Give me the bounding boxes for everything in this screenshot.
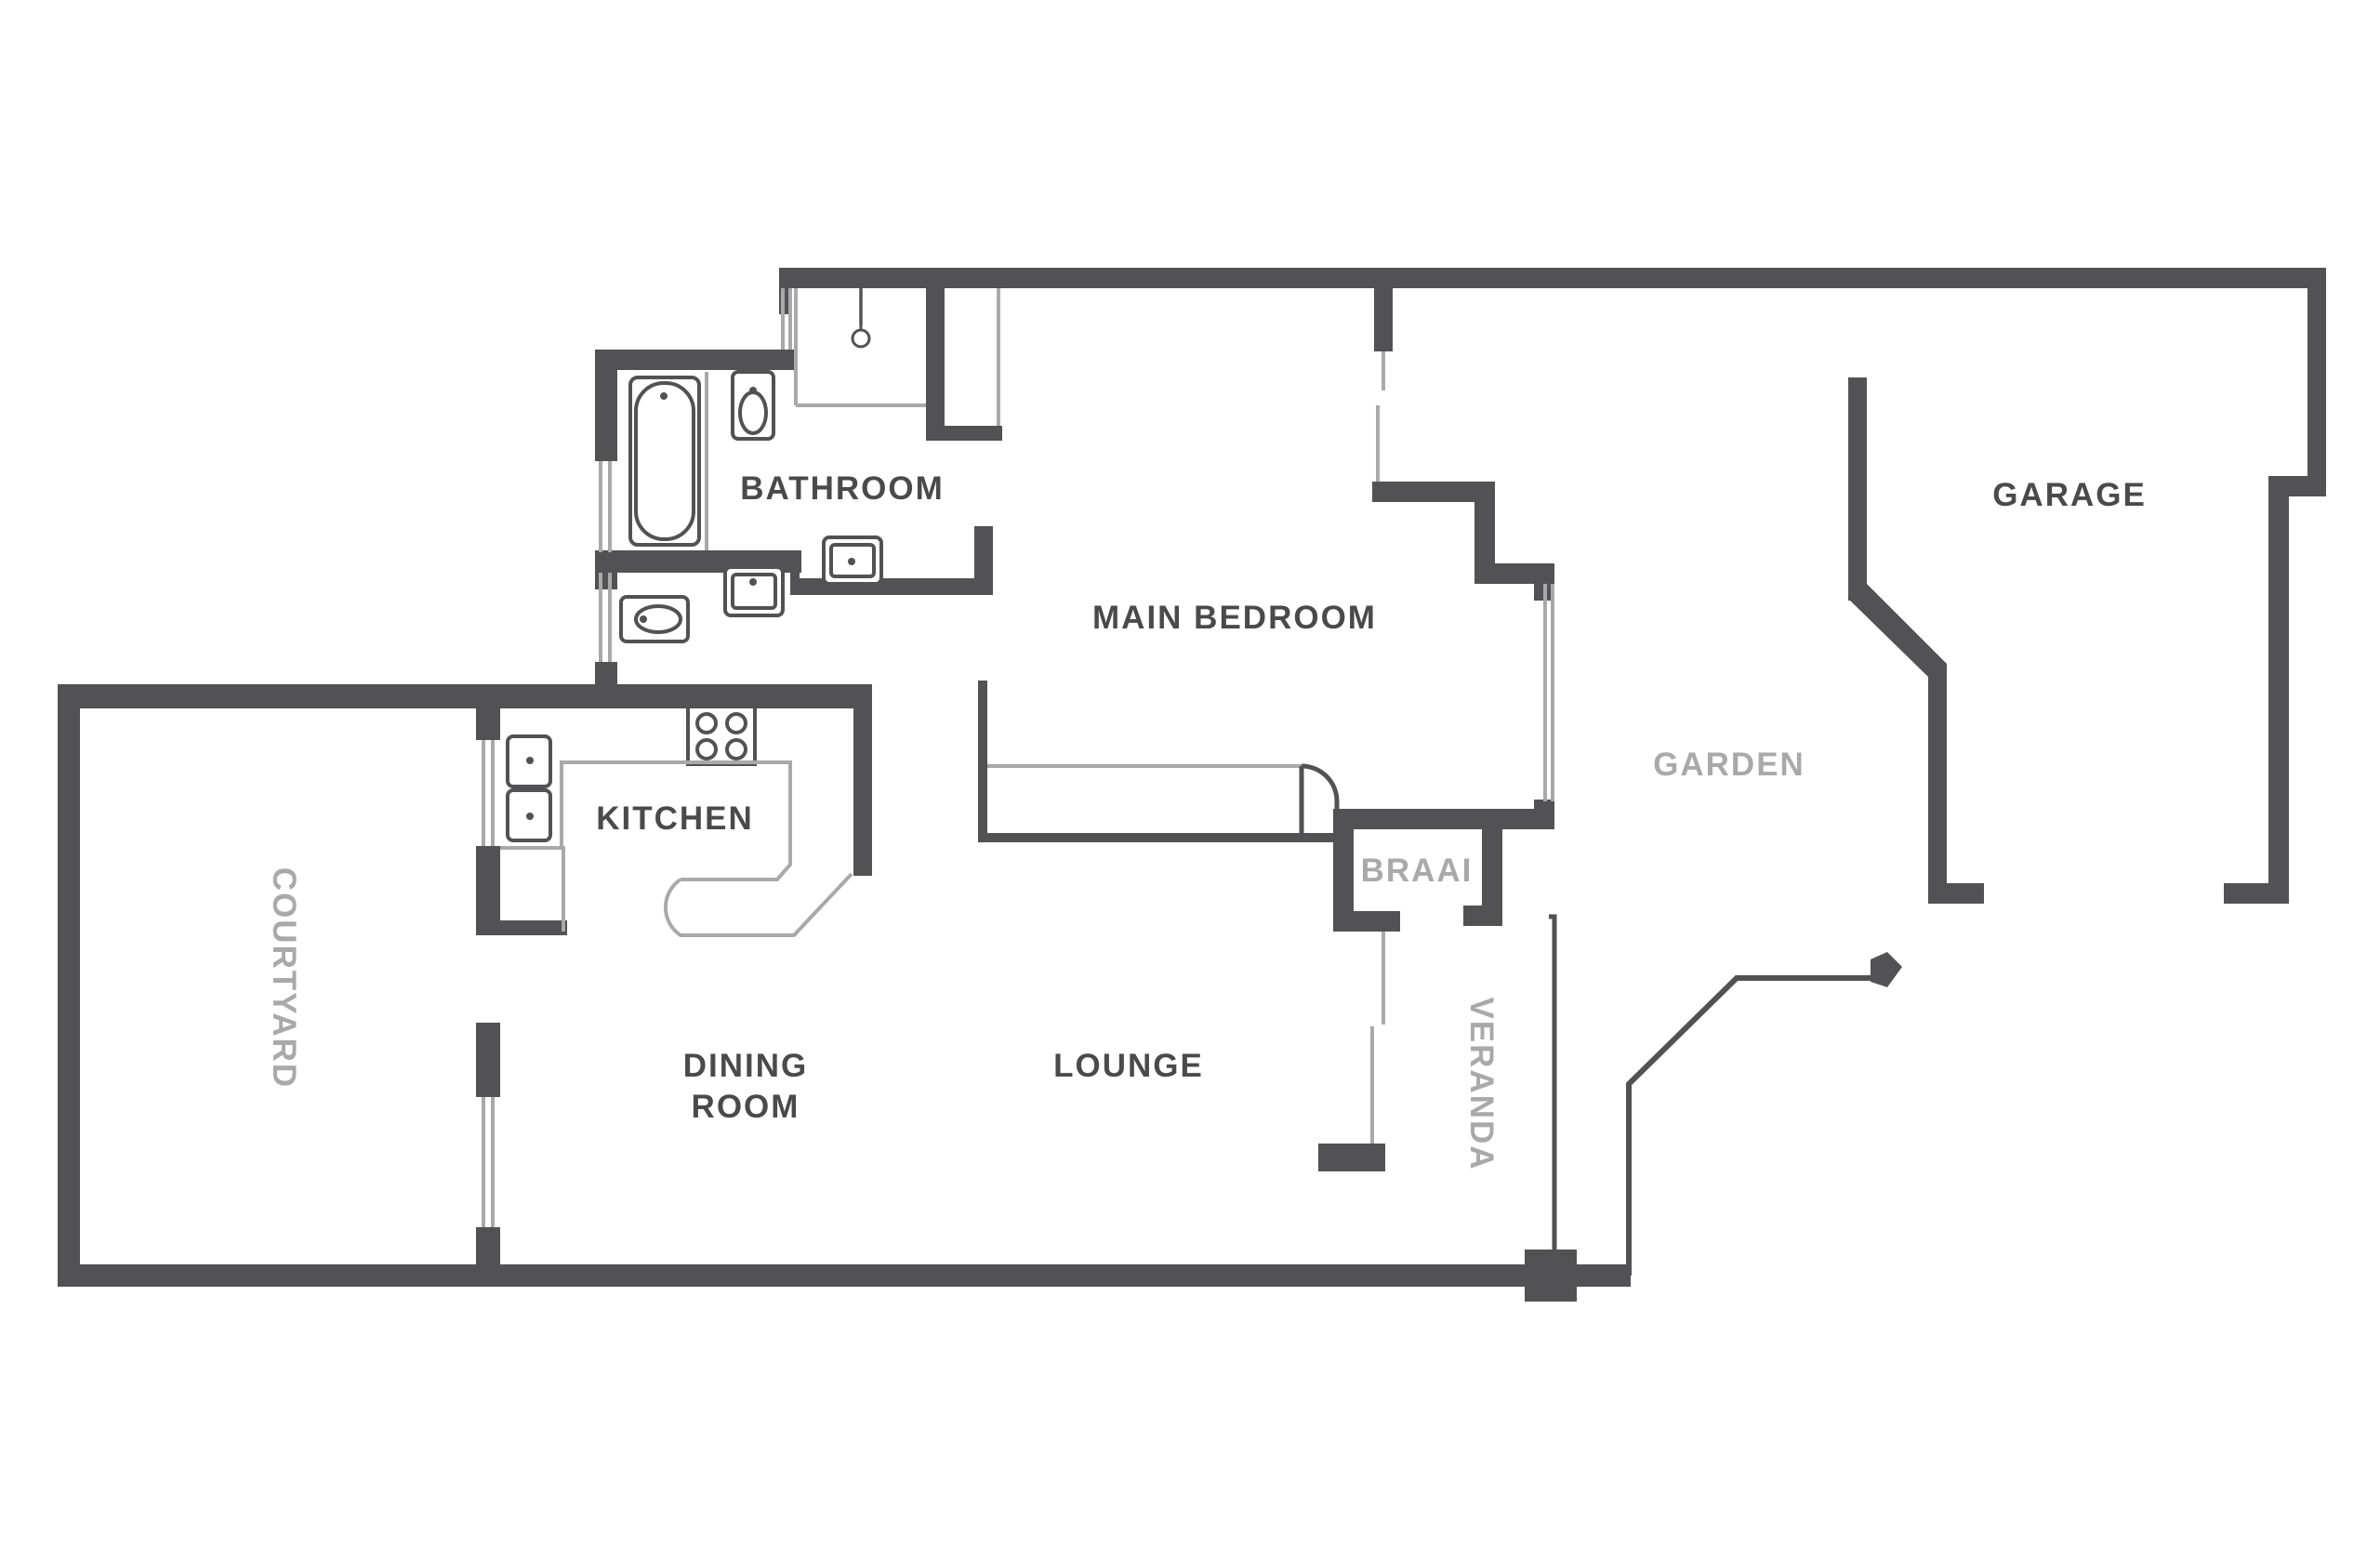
toilet-icon xyxy=(731,370,775,441)
room-labels: BATHROOM MAIN BEDROOM GARAGE GARDEN KITC… xyxy=(266,470,2147,1171)
room-label-dining-line2: ROOM xyxy=(692,1089,800,1125)
room-label-main-bedroom: MAIN BEDROOM xyxy=(1092,600,1377,636)
room-label-kitchen: KITCHEN xyxy=(596,800,754,837)
room-label-garage: GARAGE xyxy=(1992,477,2147,513)
shower-icon xyxy=(851,288,871,349)
bathtub-icon xyxy=(628,376,701,547)
basin-icon xyxy=(822,536,883,586)
stove-icon xyxy=(686,705,757,766)
sink-icon xyxy=(506,734,552,842)
room-label-veranda: VERANDA xyxy=(1463,997,1500,1170)
walls xyxy=(58,268,2326,1302)
basin-icon xyxy=(723,565,785,617)
room-label-lounge: LOUNGE xyxy=(1053,1048,1204,1084)
room-label-courtyard: COURTYARD xyxy=(266,867,302,1089)
toilet-icon xyxy=(619,595,690,643)
kitchen-counter xyxy=(500,760,853,937)
room-label-braai: BRAAI xyxy=(1361,853,1474,889)
room-label-bathroom: BATHROOM xyxy=(740,470,945,507)
room-label-dining-line1: DINING xyxy=(683,1048,809,1084)
room-label-garden: GARDEN xyxy=(1653,747,1805,783)
fixtures xyxy=(500,288,883,937)
openings xyxy=(482,288,1554,1227)
